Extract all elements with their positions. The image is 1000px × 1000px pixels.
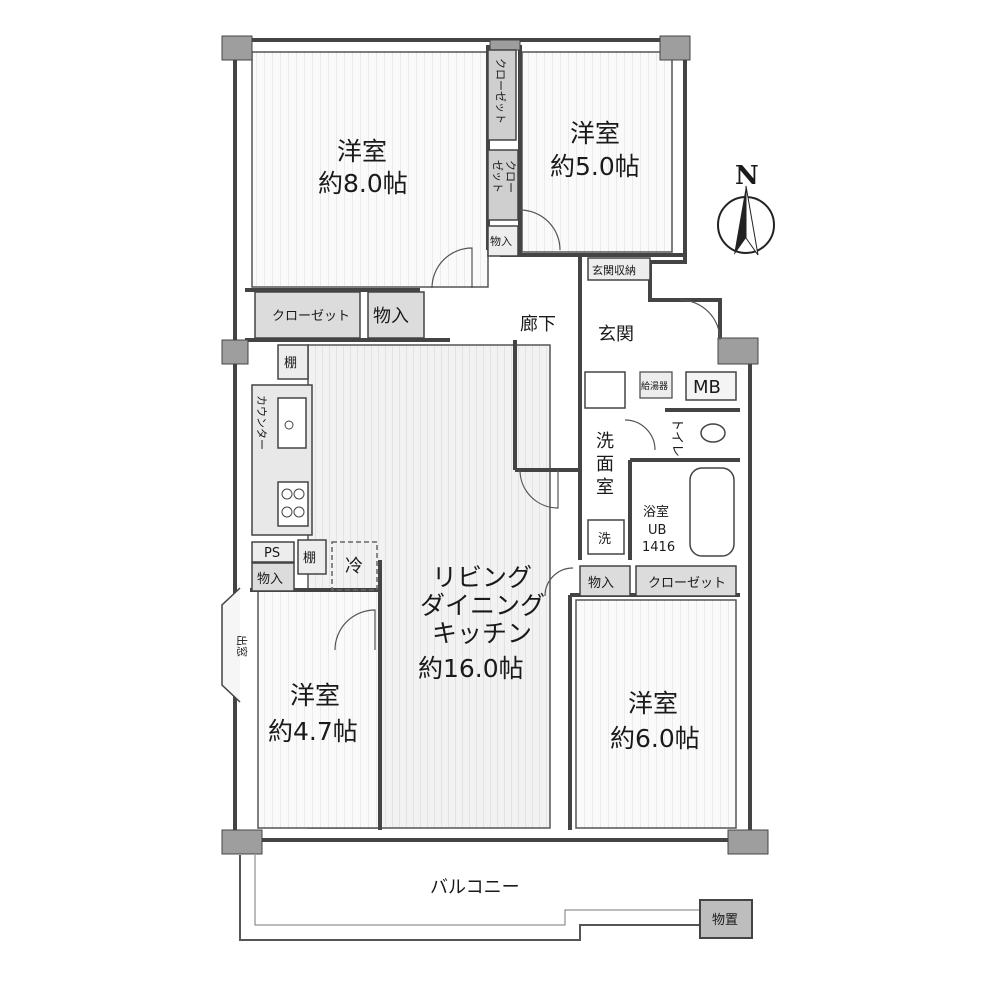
shelf-b-box: [297, 539, 327, 575]
closets: クローゼット 物入 クローゼット クロー ゼット 物入 玄関収納 物入 クローゼ…: [251, 49, 737, 597]
washroom-c2: 面: [596, 454, 614, 475]
kitchen-counter: カウンター: [251, 384, 313, 536]
closet-a-label: クローゼット: [272, 309, 350, 324]
closet-b-lower-1: クロー: [504, 160, 517, 193]
bathtub: [689, 467, 735, 557]
closet-a: [254, 291, 361, 339]
ldk-line3: キッチン: [432, 619, 532, 648]
outdoor-storage-label: 物置: [712, 913, 738, 928]
storage-box: [367, 291, 425, 339]
balcony-label: バルコニー: [430, 877, 520, 898]
fridge-box: [331, 541, 378, 591]
washbasin: [584, 371, 626, 409]
bath-type: UB: [648, 523, 666, 538]
shelf-box: [277, 344, 309, 380]
floor-western-6: [575, 599, 737, 829]
water-heater-label: 給湯器: [641, 380, 668, 392]
wall-pillars: [221, 35, 769, 855]
compass-letter: N: [735, 161, 759, 191]
floor-western-8: [251, 51, 489, 288]
fridge-label: 冷: [345, 556, 363, 577]
room-labels: 洋室 約8.0帖 洋室 約5.0帖 廊下 玄関 リビング ダイニング キッチン …: [268, 119, 700, 753]
western-47-name: 洋室: [290, 681, 340, 710]
western-6-name: 洋室: [628, 689, 678, 718]
ldk-line2: ダイニング: [420, 591, 545, 620]
ldk-size: 約16.0帖: [418, 654, 524, 683]
washroom-c1: 洗: [596, 431, 614, 452]
storage-c-box: [579, 565, 631, 597]
storage-d-box: [251, 562, 295, 592]
water-heater-box: [639, 371, 673, 399]
compass: N: [717, 161, 775, 256]
toilet-label: トイレ: [669, 418, 684, 457]
floor-western-5: [521, 51, 673, 253]
entrance-label: 玄関: [598, 324, 634, 345]
closet-b-lower-2: ゼット: [491, 160, 504, 193]
room-floors: [251, 51, 737, 829]
bath-name: 浴室: [643, 504, 669, 520]
western-47-size: 約4.7帖: [268, 717, 358, 746]
western-8-name: 洋室: [337, 137, 387, 166]
balcony: 物置 バルコニー: [239, 855, 753, 941]
doors: [334, 209, 721, 651]
bay-window: 出窓: [221, 587, 249, 703]
bay-window-label: 出窓: [235, 635, 249, 657]
storage-label: 物入: [373, 306, 409, 327]
western-6-size: 約6.0帖: [610, 724, 700, 753]
closet-b-upper-label: クローゼット: [494, 58, 507, 124]
outdoor-storage-box: [699, 899, 753, 939]
western-8-size: 約8.0帖: [318, 169, 408, 198]
wet-areas: 給湯器 MB 洗 トイレ 浴室 UB 1416 洗 面 室: [584, 371, 737, 557]
counter-label: カウンター: [255, 395, 268, 450]
bath-size: 1416: [642, 540, 675, 555]
western-5-name: 洋室: [570, 119, 620, 148]
storage-c-label: 物入: [588, 576, 614, 591]
closet-b-upper: [487, 49, 517, 141]
washer-box: [587, 519, 625, 555]
storage-small-label: 物入: [490, 234, 512, 248]
shelf-b-label: 棚: [303, 551, 316, 566]
floor-western-47: [257, 589, 381, 829]
closet-d-label: クローゼット: [648, 576, 726, 591]
closet-b-lower: [487, 149, 519, 221]
mb-label: MB: [693, 377, 721, 398]
ldk-line1: リビング: [432, 563, 532, 592]
storage-small-box: [487, 225, 519, 257]
ps-box: [251, 541, 295, 563]
ps-label: PS: [264, 546, 280, 561]
storage-d-label: 物入: [257, 572, 283, 587]
western-5-size: 約5.0帖: [550, 152, 640, 181]
mb-box: [685, 371, 737, 401]
entrance-storage-label: 玄関収納: [592, 263, 636, 277]
washer-label: 洗: [598, 532, 611, 547]
washroom-c3: 室: [596, 477, 614, 498]
shelf-label: 棚: [284, 356, 297, 371]
entrance-storage-box: [587, 257, 651, 281]
corridor-label: 廊下: [520, 314, 556, 335]
closet-d-box: [635, 565, 737, 597]
